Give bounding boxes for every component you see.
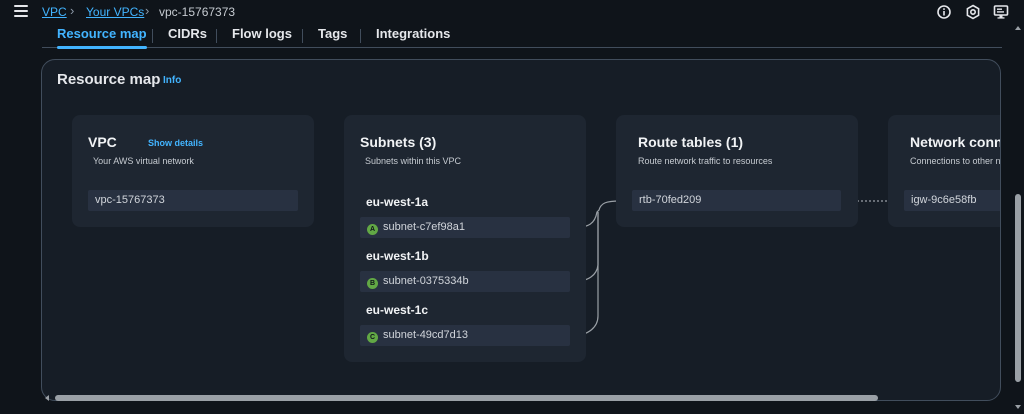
scroll-left-arrow-icon[interactable] [45,395,49,401]
subnets-card: Subnets (3) Subnets within this VPC eu-w… [344,115,586,362]
vpc-card-subtitle: Your AWS virtual network [93,156,194,166]
show-details-link[interactable]: Show details [148,138,204,148]
route-table-resource[interactable]: rtb-70fed209 [632,190,841,211]
scroll-up-arrow-icon[interactable] [1015,26,1021,30]
tab-flow-logs[interactable]: Flow logs [232,26,292,48]
network-connections-card: Network conn Connections to other n igw-… [888,115,1001,227]
tab-divider [302,29,303,43]
tab-tags[interactable]: Tags [318,26,347,48]
tab-label: CIDRs [168,26,208,41]
subnet-id: subnet-0375334b [383,275,469,287]
tab-label: Resource map [57,26,147,41]
route-tables-card-subtitle: Route network traffic to resources [638,156,773,166]
breadcrumb-current: vpc-15767373 [159,5,236,19]
availability-zone-label: eu-west-1b [366,249,429,263]
subnets-card-title: Subnets (3) [360,134,437,150]
tab-divider [360,29,361,43]
feedback-screen-icon[interactable] [993,4,1009,20]
info-circle-icon[interactable] [936,4,952,20]
az-badge: A [367,224,378,235]
panel-title: Resource map [57,71,161,88]
vpc-resource[interactable]: vpc-15767373 [88,190,298,211]
subnet-id: subnet-49cd7d13 [383,329,469,341]
scroll-down-arrow-icon[interactable] [1015,405,1021,409]
tab-divider [216,29,217,43]
network-connections-card-subtitle: Connections to other n [910,156,1001,166]
horizontal-scrollbar[interactable] [41,392,1001,404]
tab-bar: Resource map CIDRs Flow logs Tags Integr… [42,24,1002,49]
vpc-card: VPC Show details Your AWS virtual networ… [72,115,314,227]
availability-zone-label: eu-west-1a [366,195,429,209]
tab-label: Tags [318,26,348,41]
subnet-id: subnet-c7ef98a1 [383,221,465,233]
tab-resource-map[interactable]: Resource map [57,26,147,49]
settings-hexagon-icon[interactable] [965,4,981,20]
tab-label: Flow logs [232,26,292,41]
chevron-right-icon: › [145,3,150,18]
breadcrumb-vpc[interactable]: VPC [42,5,67,19]
top-bar: VPC › Your VPCs › vpc-15767373 [0,0,1024,24]
breadcrumb-your-vpcs[interactable]: Your VPCs [86,5,145,19]
internet-gateway-resource[interactable]: igw-9c6e58fb [904,190,1000,211]
info-link[interactable]: Info [163,75,182,86]
vpc-card-title: VPC [88,134,117,150]
vertical-scrollbar[interactable] [1012,24,1024,414]
vertical-scroll-thumb[interactable] [1015,194,1021,382]
tab-label: Integrations [376,26,451,41]
subnets-card-subtitle: Subnets within this VPC [365,156,462,166]
route-tables-card: Route tables (1) Route network traffic t… [616,115,858,227]
az-badge: C [367,332,378,343]
tab-divider [152,29,153,43]
chevron-right-icon: › [70,3,75,18]
active-tab-indicator [57,46,147,49]
horizontal-scroll-thumb[interactable] [55,395,878,401]
az-badge: B [367,278,378,289]
resource-map-panel: Resource map Info VPC Show details Your … [41,59,1001,401]
tab-cidrs[interactable]: CIDRs [168,26,207,48]
menu-icon[interactable] [14,5,28,17]
route-tables-card-title: Route tables (1) [638,134,744,150]
network-connections-card-title: Network conn [910,134,1001,150]
tab-integrations[interactable]: Integrations [376,26,450,48]
availability-zone-label: eu-west-1c [366,303,429,317]
